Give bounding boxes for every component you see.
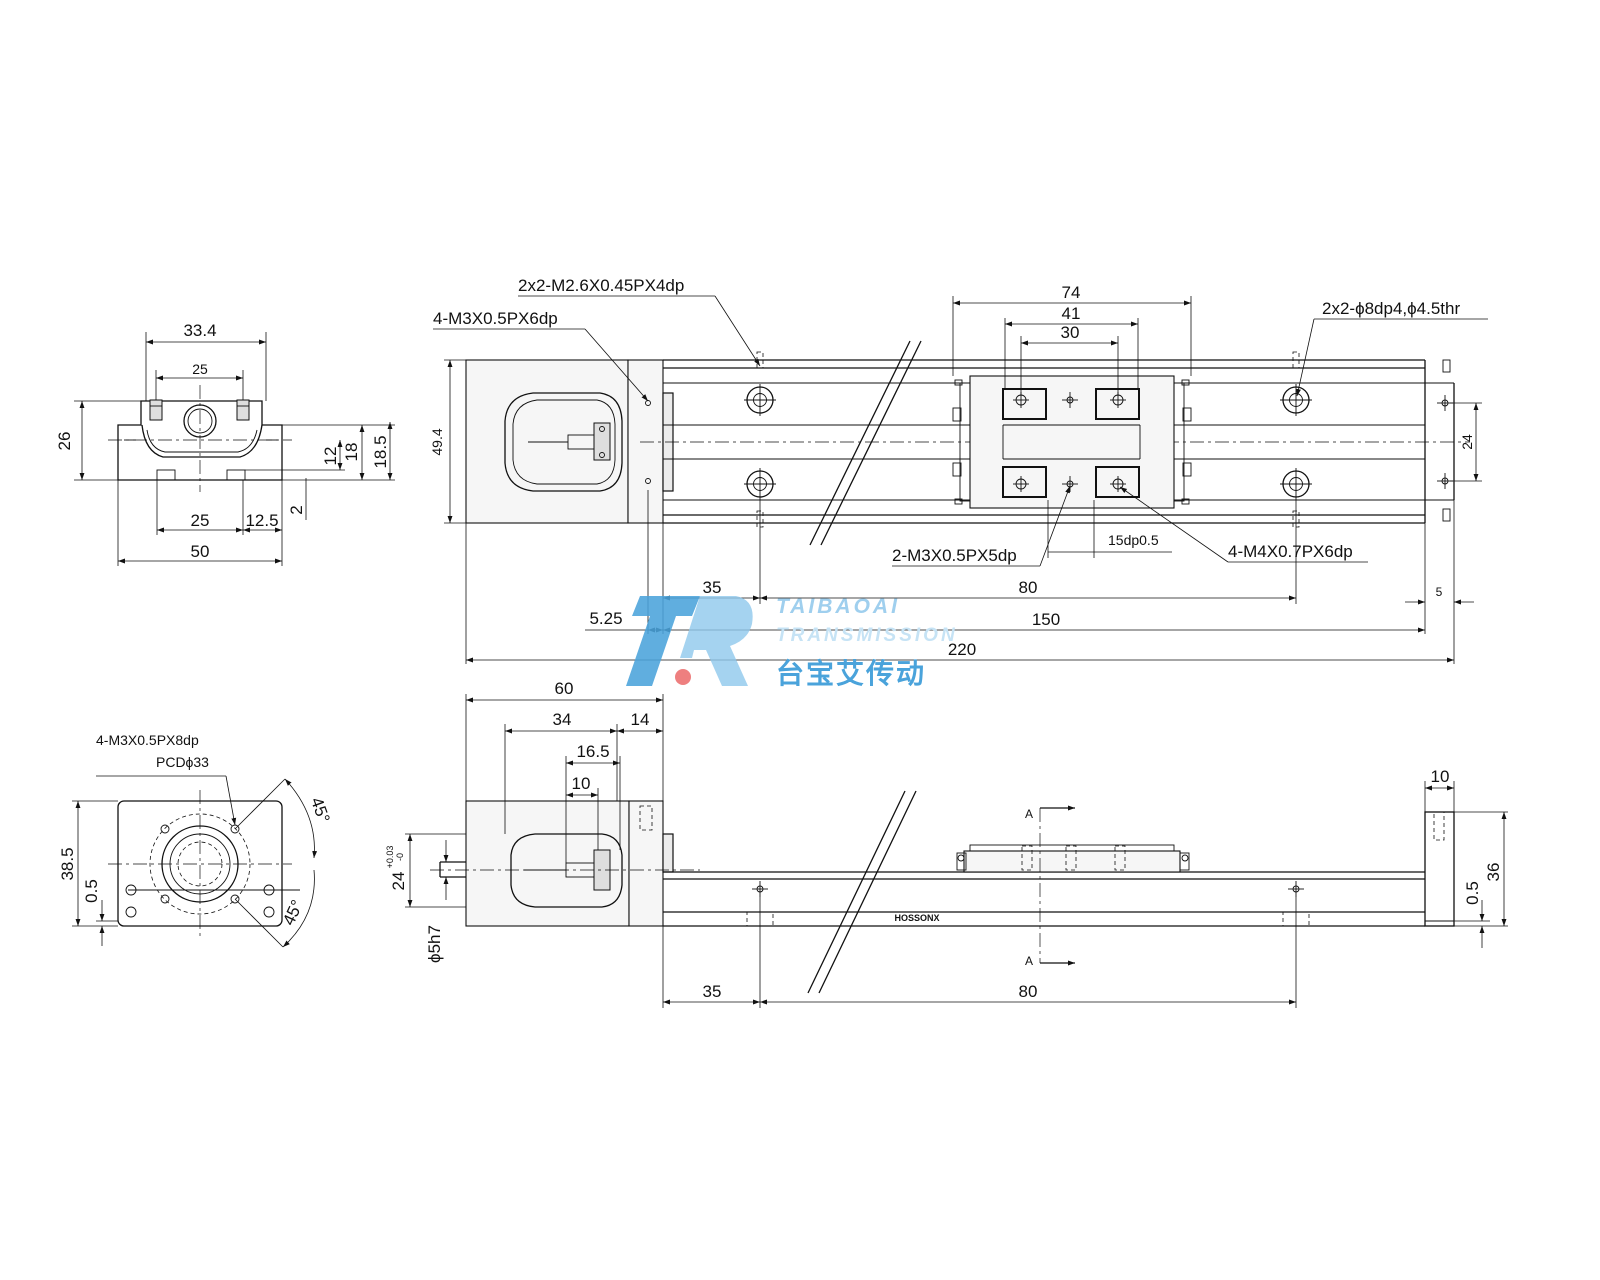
front-view: 33.4 25 26 12 18 18.5 2 25 12.5 50 (55, 321, 395, 566)
watermark-name: TAIBAOAI (776, 595, 900, 618)
dim-side-60: 60 (555, 679, 574, 698)
angle-45-bottom: 45° (279, 897, 307, 928)
dim-front-12-5: 12.5 (245, 511, 278, 530)
dim-end-38-5: 38.5 (58, 847, 77, 880)
label-counterbore: 2x2-ϕ8dp4,ϕ4.5thr (1322, 299, 1460, 318)
watermark-sub: TRANSMISSION (776, 625, 958, 646)
dim-top-35: 35 (703, 578, 722, 597)
dim-side-80: 80 (1019, 982, 1038, 1001)
brand-mark: HOSSONX (894, 913, 939, 923)
dim-side-36: 36 (1484, 863, 1503, 882)
end-view: 45° 45° 4-M3X0.5PX8dp PCDϕ33 38.5 0.5 (58, 732, 334, 948)
dim-top-49-4: 49.4 (429, 428, 445, 455)
angle-45-top: 45° (307, 795, 334, 826)
dim-top-150: 150 (1032, 610, 1060, 629)
dim-side-24-tol-minus: -0 (395, 853, 405, 861)
dim-front-50: 50 (191, 542, 210, 561)
label-pcd: PCDϕ33 (156, 754, 209, 770)
dim-side-35: 35 (703, 982, 722, 1001)
counterbore-holes (744, 384, 1312, 500)
dim-end-0-5: 0.5 (82, 879, 101, 903)
dim-side-10: 10 (572, 774, 591, 793)
dim-side-24-tol-plus: +0.03 (385, 846, 395, 869)
side-view: HOSSONX A A 60 34 (385, 679, 1508, 1008)
watermark-cn: 台宝艾传动 (776, 657, 926, 689)
watermark-logo: TAIBAOAI TRANSMISSION 台宝艾传动 (626, 595, 958, 689)
dim-top-41: 41 (1062, 304, 1081, 323)
dim-side-0-5: 0.5 (1463, 881, 1482, 905)
dim-front-25-top: 25 (192, 361, 208, 377)
label-m4-holes: 4-M4X0.7PX6dp (1228, 542, 1353, 561)
dim-side-24: 24 (389, 872, 408, 891)
dim-side-10-right: 10 (1431, 767, 1450, 786)
label-m2-6-holes: 2x2-M2.6X0.45PX4dp (518, 276, 684, 295)
top-view: 74 41 30 49.4 24 2x2-M2.6X0.45PX4dp 4-M3… (429, 276, 1488, 664)
dim-top-30: 30 (1061, 323, 1080, 342)
dim-front-18-5: 18.5 (371, 435, 390, 468)
carriage (952, 375, 1192, 509)
carriage-side (956, 844, 1190, 873)
dim-side-phi5: ϕ5h7 (425, 925, 444, 963)
label-m3-6dp-holes: 4-M3X0.5PX6dp (433, 309, 558, 328)
dim-top-5-25: 5.25 (589, 609, 622, 628)
dim-top-80: 80 (1019, 578, 1038, 597)
dim-top-220: 220 (948, 640, 976, 659)
dim-top-24: 24 (1459, 434, 1475, 450)
dim-front-2: 2 (287, 505, 306, 514)
dim-top-74: 74 (1062, 283, 1081, 302)
dim-side-14: 14 (631, 710, 650, 729)
dim-front-12: 12 (321, 447, 340, 466)
dim-side-16-5: 16.5 (576, 742, 609, 761)
dim-front-18: 18 (342, 443, 361, 462)
section-label-a-top: A (1025, 807, 1033, 821)
section-label-a-bottom: A (1025, 954, 1033, 968)
label-m3-5dp: 2-M3X0.5PX5dp (892, 546, 1017, 565)
dim-top-15dp: 15dp0.5 (1108, 532, 1159, 548)
dim-front-26: 26 (55, 432, 74, 451)
dim-side-34: 34 (553, 710, 572, 729)
dim-top-5: 5 (1436, 585, 1443, 599)
dim-front-33-4: 33.4 (183, 321, 216, 340)
label-m3-8dp: 4-M3X0.5PX8dp (96, 732, 199, 748)
dim-front-25-bottom: 25 (191, 511, 210, 530)
